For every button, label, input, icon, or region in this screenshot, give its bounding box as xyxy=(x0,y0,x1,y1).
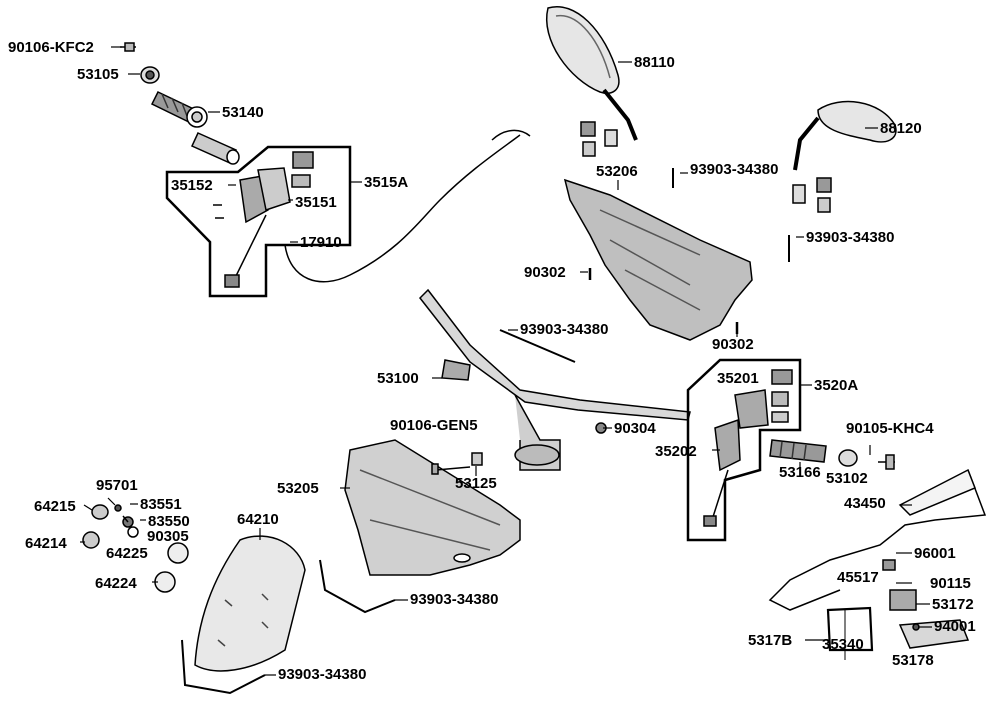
part-label-64214: 64214 xyxy=(25,535,67,552)
part-label-43450: 43450 xyxy=(844,495,886,512)
part-label-53140: 53140 xyxy=(222,104,264,121)
part-label-35201: 35201 xyxy=(717,370,759,387)
part-label-64215: 64215 xyxy=(34,498,76,515)
rear-brake-assembly xyxy=(768,468,987,660)
part-label-53100: 53100 xyxy=(377,370,419,387)
part-label-93903-34380-d: 93903-34380 xyxy=(410,591,499,608)
left-mirror xyxy=(545,5,638,141)
part-label-53172: 53172 xyxy=(932,596,974,613)
part-label-53166: 53166 xyxy=(779,464,821,481)
part-label-93903-34380-e: 93903-34380 xyxy=(278,666,367,683)
part-label-53125: 53125 xyxy=(455,475,497,492)
left-switch-parts xyxy=(213,151,314,288)
part-label-88110: 88110 xyxy=(634,54,675,71)
part-label-5317b: 5317B xyxy=(748,632,793,649)
part-label-35202: 35202 xyxy=(655,443,697,460)
part-label-35152: 35152 xyxy=(171,177,213,194)
part-label-93903-34380-a: 93903-34380 xyxy=(690,161,779,178)
cable-ties xyxy=(181,168,790,695)
part-label-94001: 94001 xyxy=(934,618,976,635)
part-label-64225: 64225 xyxy=(106,545,148,562)
right-grip xyxy=(769,439,895,470)
mirror-nuts xyxy=(580,121,832,213)
right-switch-outline xyxy=(686,358,802,542)
part-label-93903-34380-c: 93903-34380 xyxy=(520,321,609,338)
part-label-17910: 17910 xyxy=(300,234,342,251)
part-label-96001: 96001 xyxy=(914,545,956,562)
part-label-53178: 53178 xyxy=(892,652,934,669)
part-label-35340: 35340 xyxy=(822,636,864,653)
part-label-53206: 53206 xyxy=(596,163,638,180)
part-label-90304: 90304 xyxy=(614,420,656,437)
part-label-90105-khc4: 90105-KHC4 xyxy=(846,420,934,437)
part-label-90302-b: 90302 xyxy=(712,336,754,353)
right-mirror xyxy=(793,100,897,171)
front-handle-cover xyxy=(344,439,521,576)
part-label-53205: 53205 xyxy=(277,480,319,497)
part-label-45517: 45517 xyxy=(837,569,879,586)
part-label-35151: 35151 xyxy=(295,194,337,211)
part-label-95701: 95701 xyxy=(96,477,138,494)
small-parts-left xyxy=(82,504,189,593)
part-label-90302-a: 90302 xyxy=(524,264,566,281)
part-label-88120: 88120 xyxy=(880,120,922,137)
part-label-53105: 53105 xyxy=(77,66,119,83)
part-label-64210: 64210 xyxy=(237,511,279,528)
rear-handle-cover xyxy=(563,178,753,341)
part-label-83551: 83551 xyxy=(140,496,182,513)
part-label-93903-34380-b: 93903-34380 xyxy=(806,229,895,246)
windscreen xyxy=(194,535,306,672)
part-label-90106-kfc2: 90106-KFC2 xyxy=(8,39,94,56)
part-label-83550: 83550 xyxy=(148,513,190,530)
part-label-90115: 90115 xyxy=(930,575,971,592)
part-label-3520a: 3520A xyxy=(814,377,859,394)
part-label-3515a: 3515A xyxy=(364,174,409,191)
throttle-cable xyxy=(284,134,521,283)
part-label-64224: 64224 xyxy=(95,575,137,592)
part-label-90305: 90305 xyxy=(147,528,189,545)
part-label-53102: 53102 xyxy=(826,470,868,487)
left-grip-assembly xyxy=(120,42,240,165)
part-label-90106-gen5: 90106-GEN5 xyxy=(390,417,478,434)
leader-lines xyxy=(80,46,932,676)
left-switch-outline xyxy=(165,145,352,298)
right-switch-parts xyxy=(703,369,793,527)
